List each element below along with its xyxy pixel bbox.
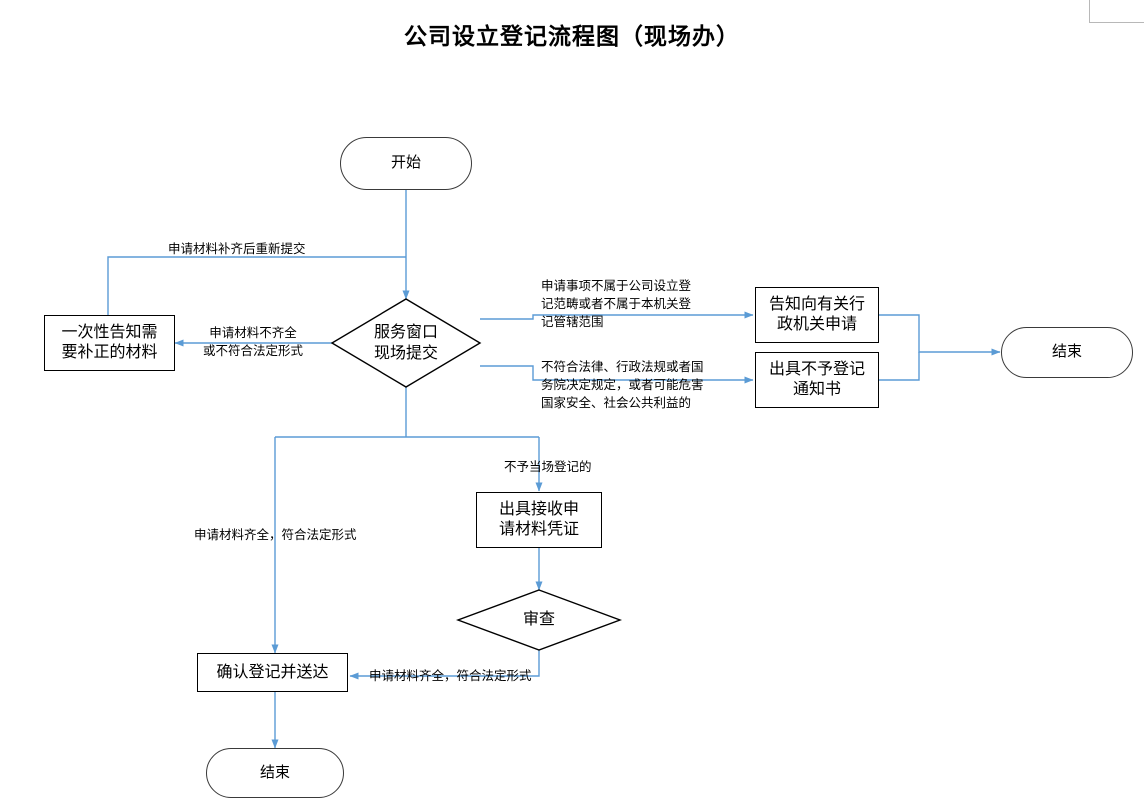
node-end-right[interactable]: 结束	[1001, 327, 1133, 378]
node-end-bottom-label: 结束	[259, 764, 290, 781]
edge-inform-to-end	[879, 314, 1001, 356]
edge-label-incomplete: 申请材料不齐全 或不符合法定形式	[203, 326, 304, 358]
node-submit-decision-label: 服务窗口 现场提交	[373, 324, 438, 362]
node-issue-receipt[interactable]: 出具接收申 请材料凭证	[476, 492, 602, 548]
edge-label-illegal: 不符合法律、行政法规或者国 务院决定规定，或者可能危害 国家安全、社会公共利益的	[541, 360, 704, 410]
node-end-right-label: 结束	[1051, 344, 1082, 361]
node-submit-decision[interactable]: 服务窗口 现场提交	[340, 318, 472, 370]
node-notify-supplement[interactable]: 一次性告知需 要补正的材料	[44, 315, 175, 371]
node-inform-other-agency[interactable]: 告知向有关行 政机关申请	[755, 287, 879, 343]
edge-label-not-onsite: 不予当场登记的	[504, 460, 592, 474]
edge-label-complete-left: 申请材料齐全，符合法定形式	[194, 528, 357, 542]
node-notify-supplement-label: 一次性告知需 要补正的材料	[61, 324, 158, 361]
edge-refusal-to-merge	[879, 352, 920, 381]
submit-decision-diamond	[330, 298, 482, 388]
edge-submit-to-inform	[480, 311, 754, 320]
page-corner-mark-icon	[1089, 0, 1144, 23]
edge-review-to-confirm	[349, 650, 540, 680]
node-start[interactable]: 开始	[340, 137, 472, 190]
edge-submit-to-refusal	[480, 365, 754, 384]
page-title: 公司设立登记流程图（现场办）	[404, 24, 740, 49]
node-review-decision[interactable]: 审查	[490, 606, 588, 634]
node-issue-refusal-notice-label: 出具不予登记 通知书	[768, 361, 865, 398]
node-confirm-register[interactable]: 确认登记并送达	[197, 653, 348, 692]
edge-label-resubmit: 申请材料补齐后重新提交	[168, 242, 306, 256]
node-review-decision-label: 审查	[522, 610, 555, 628]
node-confirm-register-label: 确认登记并送达	[216, 663, 329, 681]
node-end-bottom[interactable]: 结束	[206, 748, 344, 798]
review-decision-diamond	[455, 589, 623, 651]
edge-label-complete-review: 申请材料齐全，符合法定形式	[369, 669, 532, 683]
node-issue-refusal-notice[interactable]: 出具不予登记 通知书	[755, 352, 879, 408]
node-inform-other-agency-label: 告知向有关行 政机关申请	[768, 296, 865, 333]
edge-notify-to-submit-a	[107, 256, 406, 315]
node-start-label: 开始	[390, 155, 421, 172]
edge-label-out-of-scope: 申请事项不属于公司设立登 记范畴或者不属于本机关登 记管辖范围	[541, 279, 692, 329]
node-issue-receipt-label: 出具接收申 请材料凭证	[498, 501, 579, 538]
